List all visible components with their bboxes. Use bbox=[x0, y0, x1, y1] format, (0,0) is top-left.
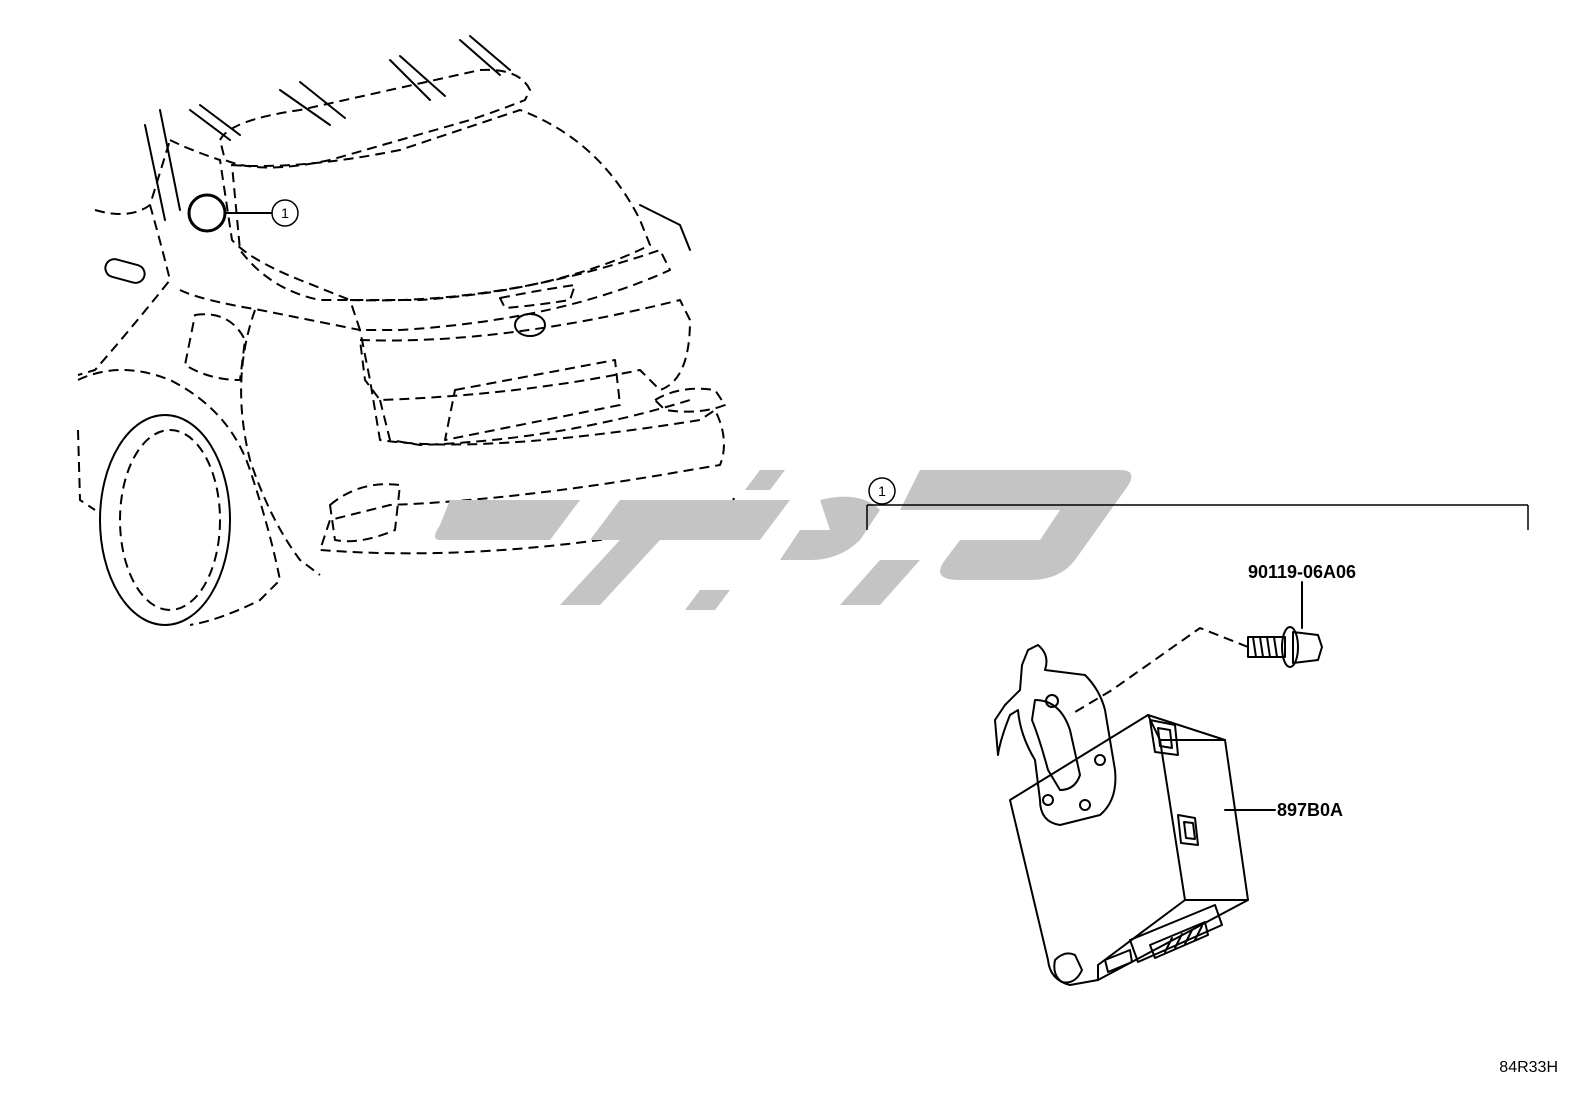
svg-text:90119-06A06: 90119-06A06 bbox=[1248, 562, 1356, 582]
watermark-logo bbox=[435, 470, 1132, 610]
svg-text:1: 1 bbox=[878, 483, 886, 499]
bolt-icon[interactable] bbox=[1247, 626, 1323, 668]
svg-text:897B0A: 897B0A bbox=[1277, 800, 1343, 820]
module-part-number[interactable]: 897B0A bbox=[1277, 800, 1343, 820]
vehicle-rear-illustration bbox=[77, 35, 736, 626]
vehicle-callout[interactable]: 1 bbox=[271, 199, 299, 227]
svg-text:1: 1 bbox=[281, 205, 289, 221]
control-module-icon[interactable] bbox=[994, 644, 1249, 986]
svg-text:84R33H: 84R33H bbox=[1499, 1059, 1558, 1076]
assembly-callout[interactable]: 1 bbox=[868, 477, 896, 505]
bolt-part-number[interactable]: 90119-06A06 bbox=[1248, 562, 1356, 582]
assembly-bracket bbox=[866, 504, 1529, 530]
diagram-reference-code: 84R33H bbox=[1499, 1059, 1558, 1076]
location-marker-icon bbox=[187, 193, 227, 233]
